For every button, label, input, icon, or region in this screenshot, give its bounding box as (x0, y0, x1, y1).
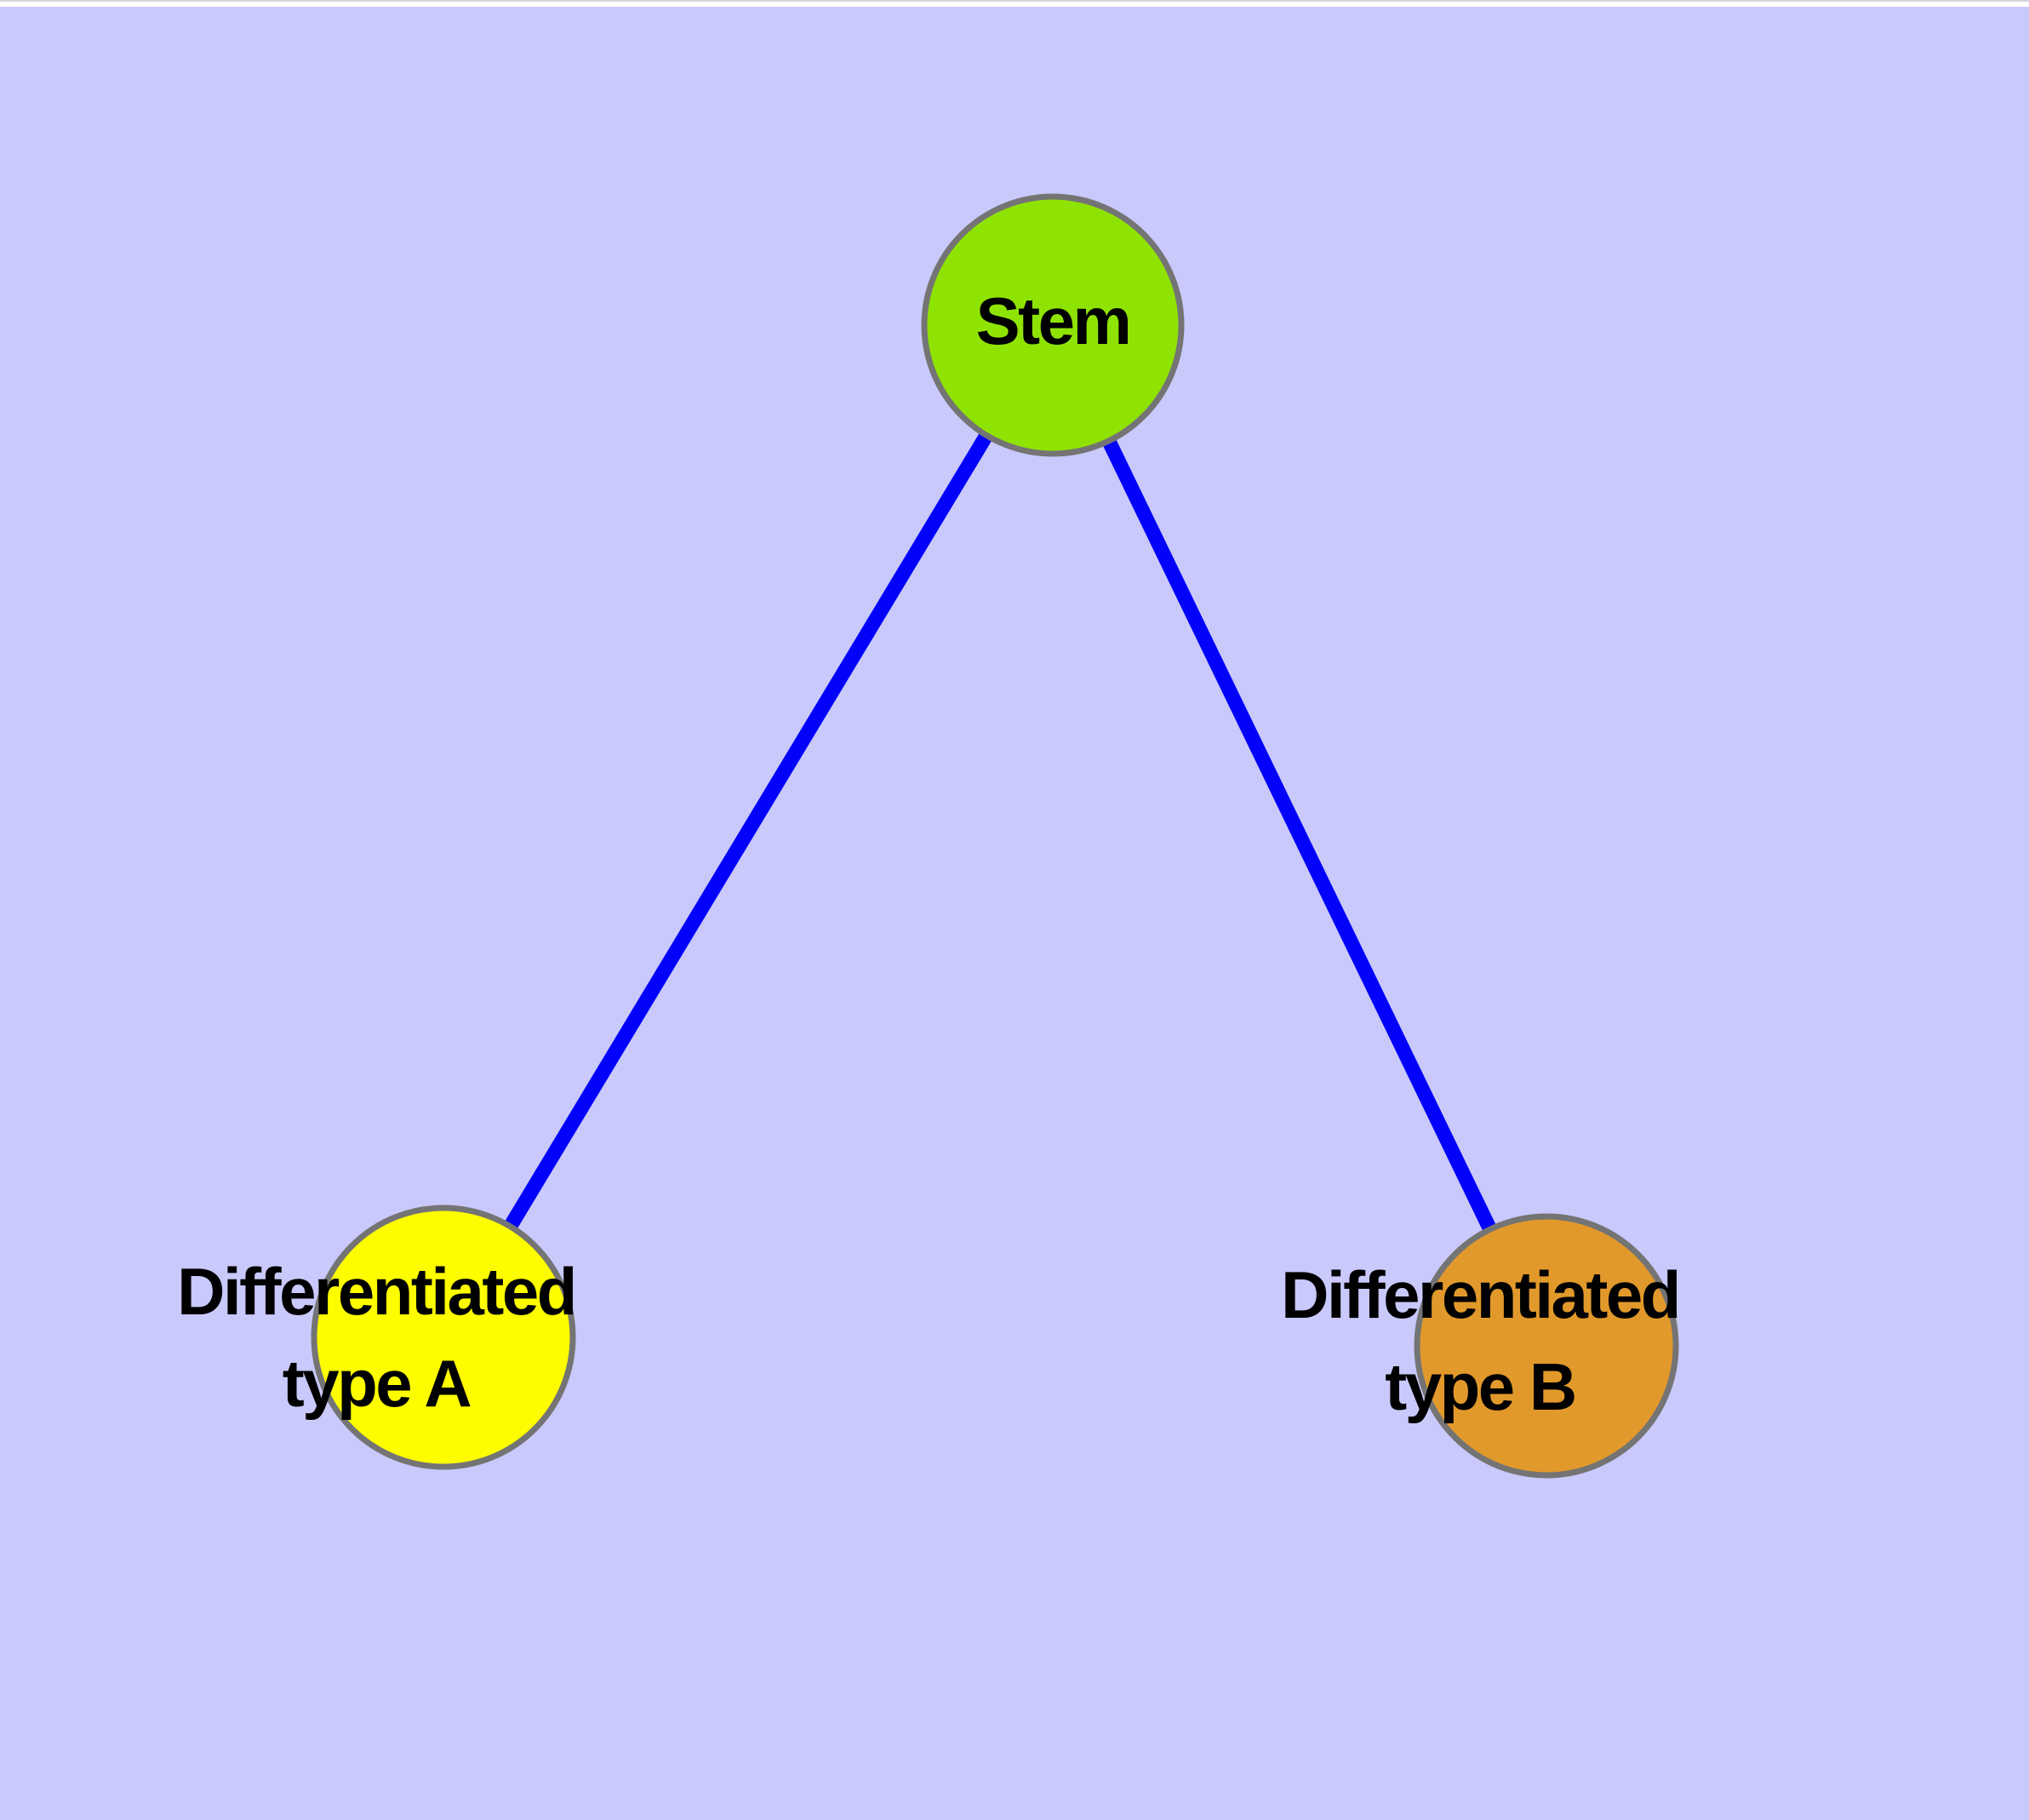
top-margin-strip (0, 0, 2029, 7)
graph-canvas: Stem Differentiated type A Differentiate… (0, 7, 2029, 1820)
node-circle-stem (921, 193, 1185, 457)
node-circle-type-b (1414, 1213, 1679, 1479)
node-label-differentiated-type-b: Differentiated type B (1281, 1257, 1681, 1424)
edge-stem-to-type-a (437, 321, 1060, 1342)
node-circle-type-a (311, 1205, 576, 1470)
edge-stem-to-type-b (1046, 322, 1553, 1349)
node-label-differentiated-type-a: Differentiated type A (177, 1254, 577, 1421)
graph-svg (311, 193, 1679, 1479)
node-label-stem: Stem (975, 283, 1132, 358)
